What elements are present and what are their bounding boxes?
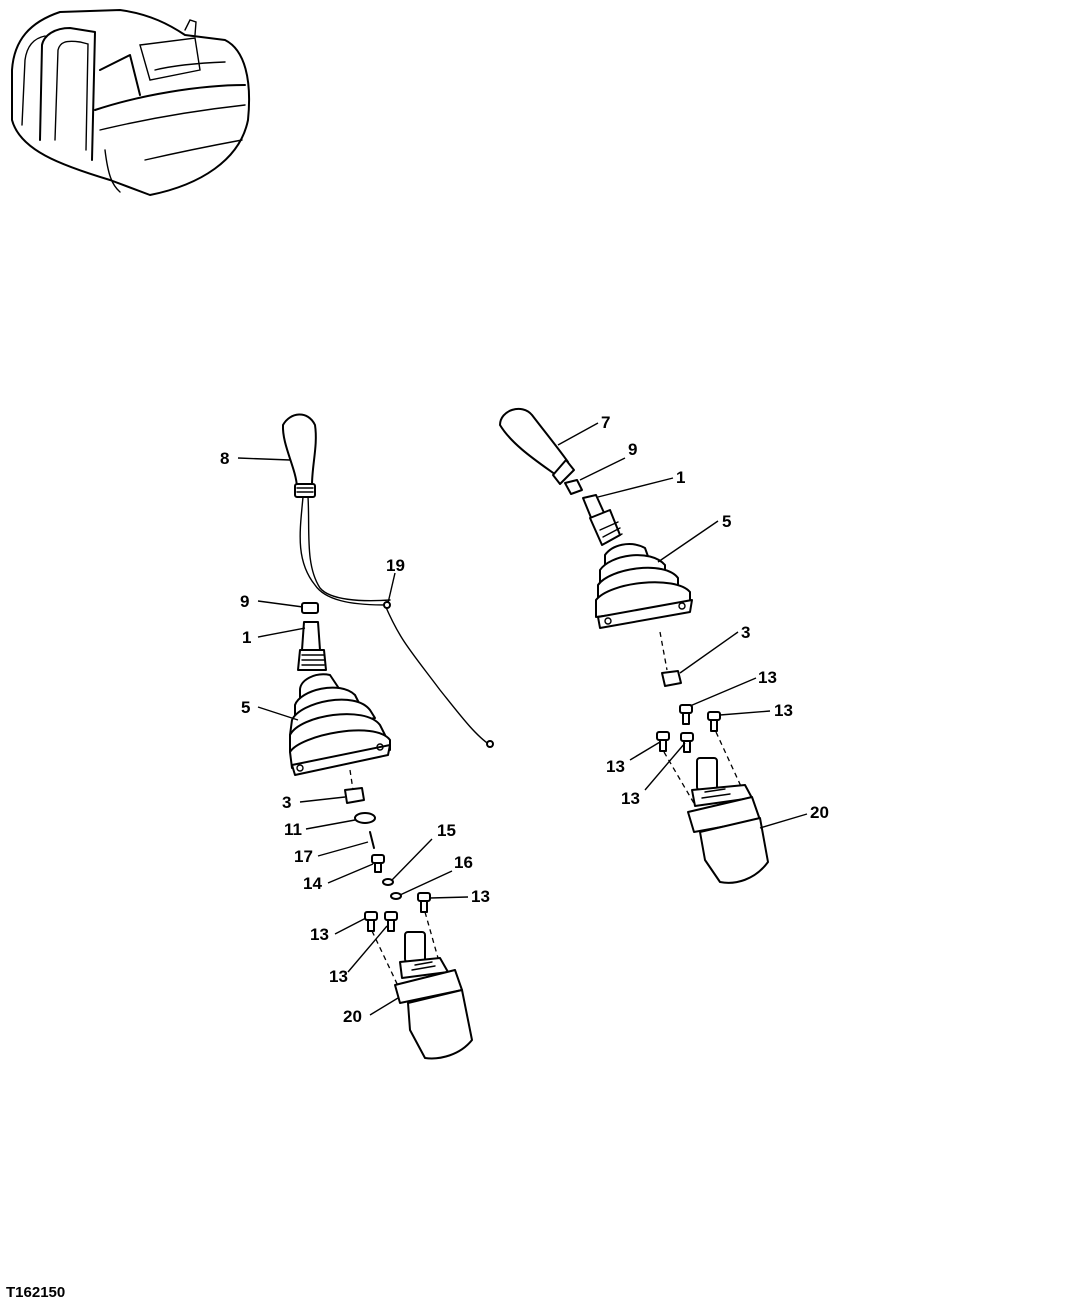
callout-5: 5 — [241, 698, 250, 717]
bolt-13 — [384, 911, 398, 932]
callout-13: 13 — [774, 701, 793, 720]
left-joystick-assembly — [281, 413, 494, 1060]
callout-16: 16 — [454, 853, 473, 872]
boot-5 — [289, 673, 391, 776]
bolt-13 — [679, 704, 693, 725]
callout-3: 3 — [282, 793, 291, 812]
pilot-valve-20 — [687, 757, 769, 884]
right-joystick-assembly — [499, 407, 769, 884]
callout-5: 5 — [722, 512, 731, 531]
boot-5 — [595, 543, 693, 629]
handle-7 — [499, 407, 569, 476]
callout-13: 13 — [758, 668, 777, 687]
pilot-valve-20 — [394, 931, 473, 1060]
washer-15 — [382, 878, 394, 886]
callout-13: 13 — [310, 925, 329, 944]
callout-3: 3 — [741, 623, 750, 642]
nut-3 — [661, 670, 682, 687]
callout-13: 13 — [606, 757, 625, 776]
bolt-13 — [680, 732, 694, 753]
bolt-14 — [371, 854, 385, 873]
bolt-13 — [417, 892, 431, 913]
callout-1: 1 — [242, 628, 251, 647]
callout-7: 7 — [601, 413, 610, 432]
callout-13: 13 — [471, 887, 490, 906]
pin-17 — [369, 831, 375, 849]
callout-9: 9 — [240, 592, 249, 611]
callout-11: 11 — [284, 820, 302, 839]
callout-17: 17 — [294, 847, 313, 866]
bolt-13 — [364, 911, 378, 932]
callout-19: 19 — [386, 556, 405, 575]
lever-1 — [301, 621, 321, 651]
callout-labels: 8 9 1 19 5 3 11 17 14 15 16 13 13 13 20 … — [220, 413, 829, 1026]
bolt-13 — [656, 731, 670, 752]
nut-3 — [344, 787, 365, 804]
callout-13: 13 — [621, 789, 640, 808]
callout-leaders — [237, 422, 808, 1016]
callout-9: 9 — [628, 440, 637, 459]
washer-16 — [390, 892, 402, 900]
machine-locator-illustration — [11, 9, 251, 196]
callout-20: 20 — [810, 803, 829, 822]
callout-8: 8 — [220, 449, 229, 468]
callout-14: 14 — [303, 874, 322, 893]
bolt-13 — [707, 711, 721, 732]
handle-8 — [281, 413, 317, 488]
callout-13: 13 — [329, 967, 348, 986]
callout-1: 1 — [676, 468, 685, 487]
figure-id: T162150 — [6, 1284, 65, 1300]
washer-11 — [354, 812, 376, 824]
callout-15: 15 — [437, 821, 456, 840]
nut-9 — [301, 602, 319, 614]
callout-20: 20 — [343, 1007, 362, 1026]
nut-9 — [564, 479, 583, 495]
